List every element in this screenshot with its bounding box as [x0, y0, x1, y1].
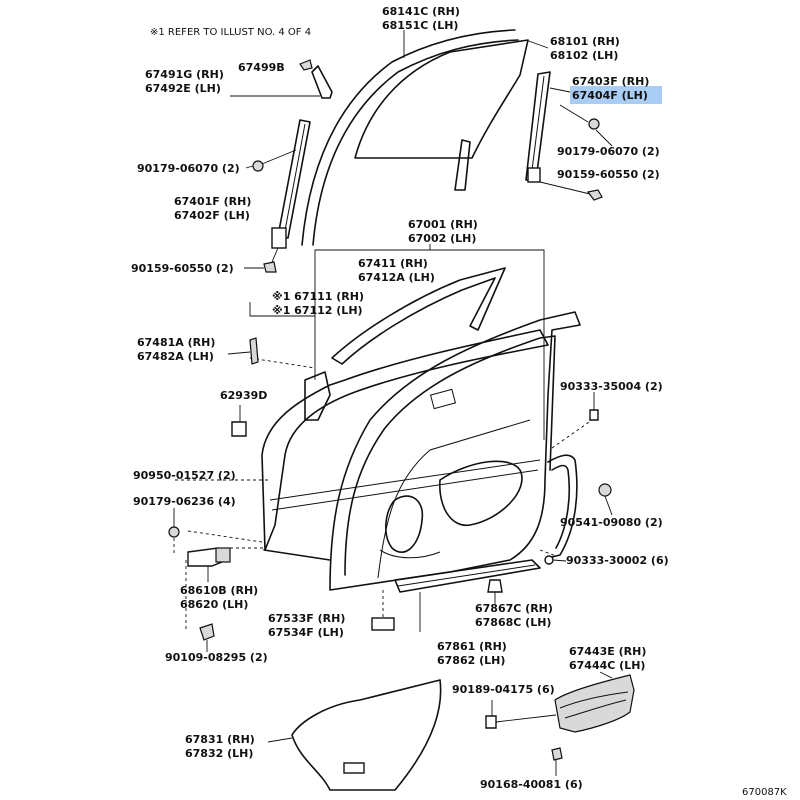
label-67001: 67001 (RH)	[408, 218, 478, 231]
label-90159-60550-left: 90159-60550 (2)	[131, 262, 234, 275]
glass-run-channel	[301, 29, 519, 246]
cover-67481a	[227, 337, 259, 365]
label-67411: 67411 (RH)	[358, 257, 428, 270]
label-67832: 67832 (LH)	[185, 747, 253, 760]
label-67443e: 67443E (RH)	[569, 645, 646, 658]
labels: ※1 REFER TO ILLUST NO. 4 OF 4 68141C (RH…	[131, 5, 787, 798]
label-90179-06070-right: 90179-06070 (2)	[557, 145, 660, 158]
label-67402f: 67402F (LH)	[174, 209, 250, 222]
door-inner-panel	[329, 311, 581, 591]
label-90179-06070-left: 90179-06070 (2)	[137, 162, 240, 175]
label-68151c: 68151C (LH)	[382, 19, 458, 32]
bolt-90109-08295	[199, 623, 215, 652]
label-67412a: 67412A (LH)	[358, 271, 435, 284]
screw-90159-60550-upper-right	[539, 181, 603, 201]
screw-90159-60550-left	[244, 247, 279, 273]
bolt-90179-06070-upper-right	[559, 104, 613, 147]
service-hole-cover-67831	[267, 679, 442, 791]
screw-90168-40081	[551, 747, 563, 776]
diagram-id: 670087K	[742, 787, 787, 798]
label-90541-09080: 90541-09080 (2)	[560, 516, 663, 529]
label-90950-01527: 90950-01527 (2)	[133, 469, 236, 482]
label-67862: 67862 (LH)	[437, 654, 505, 667]
service-cover-67443e	[554, 671, 635, 733]
label-90333-35004: 90333-35004 (2)	[560, 380, 663, 393]
label-68141c: 68141C (RH)	[382, 5, 460, 18]
note-text: ※1 REFER TO ILLUST NO. 4 OF 4	[150, 27, 311, 38]
label-68610b: 68610B (RH)	[180, 584, 258, 597]
front-channel-67401f	[271, 119, 311, 249]
label-62939d: 62939D	[220, 389, 267, 402]
label-67534f: 67534F (LH)	[268, 626, 344, 639]
label-67861: 67861 (RH)	[437, 640, 507, 653]
door-weatherstrip	[547, 454, 578, 559]
nut-90541-09080	[598, 483, 613, 516]
highlight-67404f	[570, 86, 662, 104]
label-90179-06236: 90179-06236 (4)	[133, 495, 236, 508]
clip-67867c	[487, 579, 503, 604]
label-67867c: 67867C (RH)	[475, 602, 553, 615]
label-67403f: 67403F (RH)	[572, 75, 649, 88]
clip-90189-04175	[485, 700, 557, 729]
clip-90333-35004	[589, 392, 599, 421]
label-67831: 67831 (RH)	[185, 733, 255, 746]
label-67492e: 67492E (LH)	[145, 82, 221, 95]
bracket-67111	[304, 371, 331, 421]
label-67112: ※1 67112 (LH)	[272, 304, 363, 317]
label-67481a: 67481A (RH)	[137, 336, 215, 349]
dashed-leaders-mid	[175, 357, 593, 557]
label-67444c: 67444C (LH)	[569, 659, 645, 672]
label-90109-08295: 90109-08295 (2)	[165, 651, 268, 664]
label-68102: 68102 (LH)	[550, 49, 618, 62]
label-67491g: 67491G (RH)	[145, 68, 224, 81]
bolt-90179-06070-left	[245, 149, 297, 172]
label-67868c: 67868C (LH)	[475, 616, 551, 629]
label-67482a: 67482A (LH)	[137, 350, 214, 363]
label-68101: 68101 (RH)	[550, 35, 620, 48]
lower-moulding-67861	[394, 559, 541, 632]
label-67002: 67002 (LH)	[408, 232, 476, 245]
pad-62939d	[231, 405, 247, 437]
hinge-68610b	[168, 508, 231, 630]
plug-90333-30002	[544, 555, 567, 565]
frame-moulding-67411	[331, 267, 506, 365]
label-90189-04175: 90189-04175 (6)	[452, 683, 555, 696]
label-67499b: 67499B	[238, 61, 285, 74]
label-67533f: 67533F (RH)	[268, 612, 345, 625]
label-90333-30002: 90333-30002 (6)	[566, 554, 669, 567]
label-90159-60550-right: 90159-60550 (2)	[557, 168, 660, 181]
door-glass	[354, 39, 549, 191]
label-90168-40081: 90168-40081 (6)	[480, 778, 583, 791]
rear-channel-67403f	[525, 71, 571, 183]
corner-cover-67491g	[230, 59, 333, 99]
label-68620: 68620 (LH)	[180, 598, 248, 611]
label-67404f: 67404F (LH)	[572, 89, 648, 102]
stopper-67533f	[371, 590, 395, 631]
label-67401f: 67401F (RH)	[174, 195, 251, 208]
door-outer-panel	[261, 329, 549, 561]
label-67111: ※1 67111 (RH)	[272, 290, 364, 303]
